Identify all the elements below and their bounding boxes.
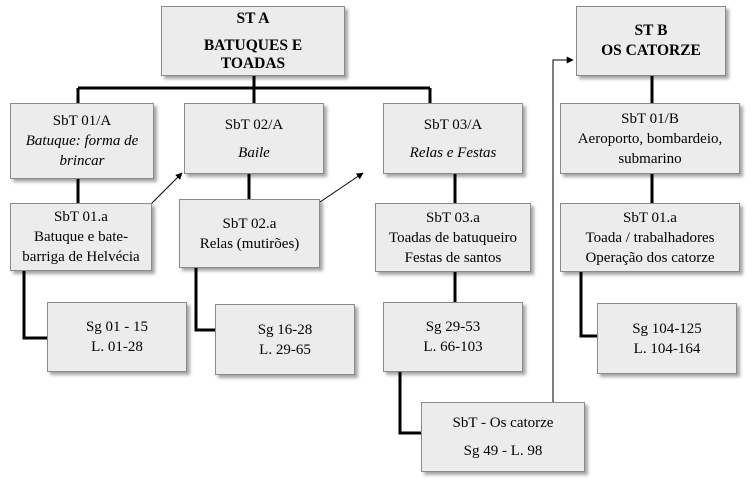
sbt-01a-desc-1: Batuque: forma de	[25, 133, 139, 149]
sg-16-lines: L. 29-65	[259, 341, 311, 358]
elbow-01a-sub-to-sg01	[22, 271, 47, 340]
node-sbt-01b-sub: SbT 01.a Toada / trabalhadores Operação …	[560, 203, 740, 272]
node-sg-29: Sg 29-53 L. 66-103	[383, 302, 523, 372]
node-sg-01: Sg 01 - 15 L. 01-28	[47, 302, 187, 372]
sg-29-range: Sg 29-53	[425, 319, 481, 335]
sbt-03a-code: SbT 03/A	[423, 116, 483, 133]
node-sg-16: Sg 16-28 L. 29-65	[215, 304, 355, 375]
sbt-02a-code: SbT 02/A	[224, 116, 284, 133]
sbt-01a-code: SbT 01/A	[52, 113, 112, 129]
sg-01-lines: L. 01-28	[91, 339, 143, 355]
os-catorze-title: SbT - Os catorze	[452, 415, 554, 431]
elbow-sg29-to-os-catorze	[398, 372, 421, 435]
node-st-a: ST A BATUQUES E TOADAS	[161, 6, 345, 76]
st-a-title-2: TOADAS	[220, 55, 286, 72]
elbow-02a-sub-to-sg16	[194, 268, 215, 332]
sbt-01b-code: SbT 01/B	[621, 110, 679, 127]
sbt-03a-sub-code: SbT 03.a	[426, 209, 480, 226]
node-st-b: ST B OS CATORZE	[576, 6, 726, 76]
sg-01-range: Sg 01 - 15	[85, 319, 149, 335]
sbt-01a-sub-code: SbT 01.a	[54, 209, 108, 225]
sg-104-lines: L. 104-164	[633, 340, 701, 357]
arrow-os-catorze-to-stb	[552, 56, 574, 402]
sbt-01a-desc-2: brincar	[59, 153, 105, 169]
node-sbt-02a: SbT 02/A Baile	[184, 103, 324, 174]
sbt-03a-sub-desc-1: Toadas de batuqueiro	[388, 229, 518, 246]
arrow-01a-sub-to-02a	[150, 172, 183, 205]
sbt-01a-sub-desc-1: Batuque e bate-	[33, 229, 129, 245]
node-sbt-03a: SbT 03/A Relas e Festas	[383, 103, 523, 174]
st-a-title-1: BATUQUES E	[203, 37, 303, 54]
st-a-label: ST A	[236, 10, 270, 27]
node-sbt-01a: SbT 01/A Batuque: forma de brincar	[10, 103, 154, 179]
node-sbt-01b: SbT 01/B Aeroporto, bombardeio, submarin…	[560, 103, 740, 174]
os-catorze-range: Sg 49 - L. 98	[463, 443, 543, 459]
sg-29-lines: L. 66-103	[423, 339, 483, 355]
sbt-01b-desc-1: Aeroporto, bombardeio,	[577, 130, 723, 147]
node-sbt-01a-sub: SbT 01.a Batuque e bate- barriga de Helv…	[10, 203, 152, 271]
sbt-02a-desc: Baile	[238, 144, 270, 161]
node-os-catorze: SbT - Os catorze Sg 49 - L. 98	[421, 402, 585, 472]
sbt-01b-sub-desc-1: Toada / trabalhadores	[585, 229, 715, 246]
sbt-02a-sub-desc: Relas (mutirões)	[199, 235, 300, 252]
st-b-label: ST B	[634, 22, 668, 39]
sbt-02a-sub-code: SbT 02.a	[222, 215, 277, 232]
sbt-01b-sub-desc-2: Operação dos catorze	[585, 249, 715, 266]
st-b-title: OS CATORZE	[601, 42, 701, 59]
sbt-01b-desc-2: submarino	[618, 150, 682, 167]
node-sbt-02a-sub: SbT 02.a Relas (mutirões)	[179, 199, 320, 268]
sbt-03a-desc: Relas e Festas	[409, 144, 497, 161]
sbt-01b-sub-code: SbT 01.a	[623, 209, 677, 226]
elbow-01b-sub-to-sg104	[579, 272, 597, 338]
sbt-03a-sub-desc-2: Festas de santos	[404, 249, 502, 266]
arrow-02a-sub-to-03a	[319, 172, 364, 203]
node-sbt-03a-sub: SbT 03.a Toadas de batuqueiro Festas de …	[375, 203, 531, 272]
node-sg-104: Sg 104-125 L. 104-164	[597, 303, 737, 374]
sg-16-range: Sg 16-28	[257, 321, 313, 338]
sbt-01a-sub-desc-2: barriga de Helvécia	[22, 249, 140, 265]
sg-104-range: Sg 104-125	[632, 320, 702, 337]
